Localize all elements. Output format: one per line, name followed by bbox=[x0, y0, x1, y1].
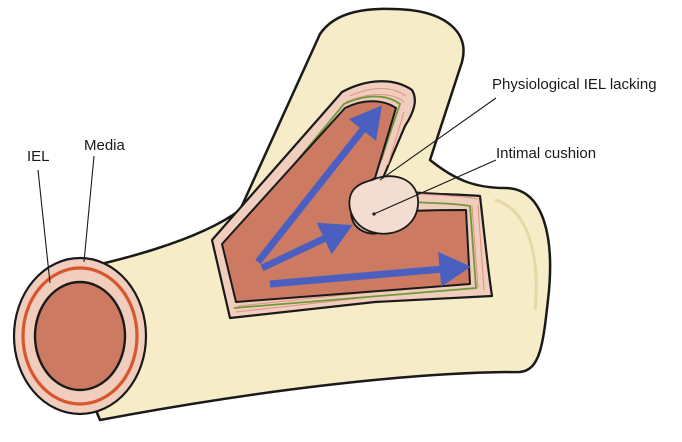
cross-section-lumen bbox=[35, 282, 125, 390]
label-intimal-cushion: Intimal cushion bbox=[496, 145, 596, 162]
label-iel: IEL bbox=[27, 148, 50, 165]
leader-iel bbox=[38, 170, 50, 283]
leader-dot bbox=[372, 212, 375, 215]
vessel-cross-section bbox=[14, 258, 146, 414]
label-physiological-iel-lacking: Physiological IEL lacking bbox=[492, 76, 657, 93]
intimal-cushion bbox=[349, 176, 418, 234]
leader-media bbox=[84, 156, 94, 262]
label-media: Media bbox=[84, 137, 126, 154]
